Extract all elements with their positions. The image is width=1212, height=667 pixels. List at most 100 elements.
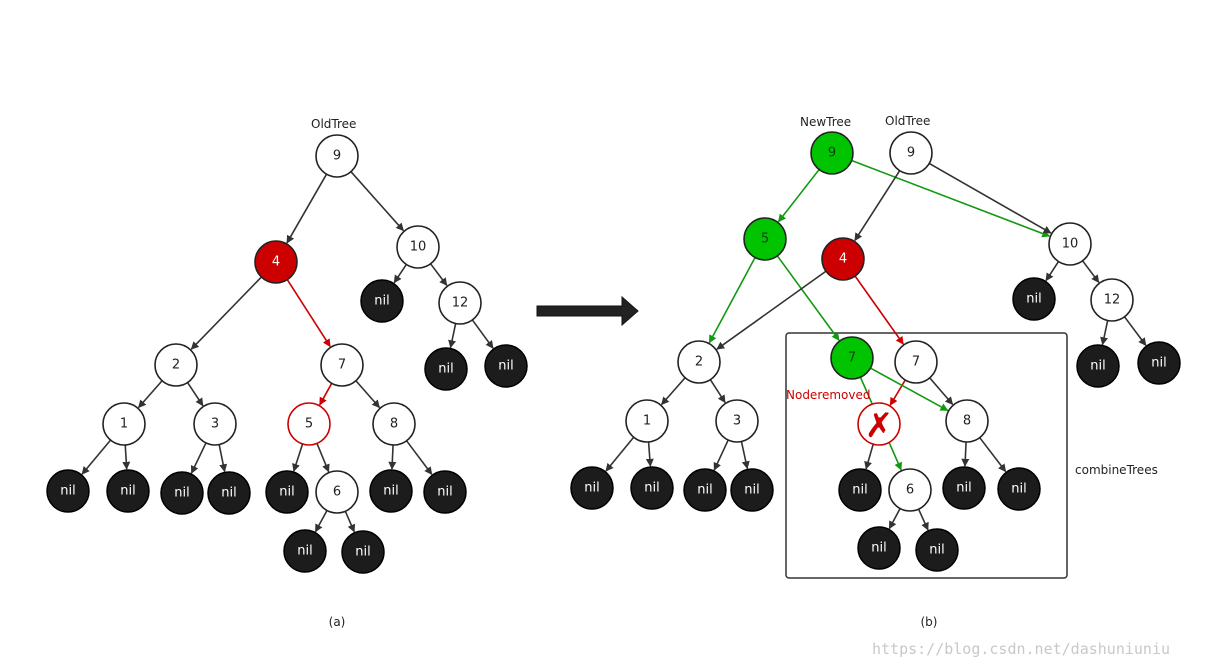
node-label: nil	[1026, 292, 1041, 307]
node-circle	[1012, 277, 1056, 321]
node-label: nil	[437, 485, 452, 500]
node-bn7: 7	[830, 336, 874, 380]
node-circle	[265, 470, 309, 514]
edge-bn5-b2	[708, 257, 756, 344]
node-circle	[810, 131, 854, 175]
edge-a4-a2	[190, 276, 262, 350]
node-bnl8: nil	[838, 468, 882, 512]
node-circle	[484, 344, 528, 388]
edge-b4-b2	[716, 270, 827, 350]
caption-a: (a)	[329, 615, 346, 629]
node-bnl11: nil	[857, 526, 901, 570]
node-b5: 5✗	[857, 402, 901, 446]
node-label: nil	[120, 484, 135, 499]
node-circle	[857, 402, 901, 446]
edge-bo9-b10	[928, 162, 1052, 234]
old-tree-label-a: OldTree	[311, 117, 356, 131]
node-label: nil	[697, 483, 712, 498]
edge-a5-an8	[292, 443, 304, 472]
edge-b6-bnl12	[917, 508, 929, 531]
edge-b1-bnl4	[605, 436, 635, 472]
node-circle	[341, 530, 385, 574]
edge-bn9-bn5	[777, 169, 820, 223]
node-circle	[372, 402, 416, 446]
node-circle	[945, 399, 989, 443]
edges-b	[605, 159, 1147, 531]
edges-a	[81, 171, 494, 533]
edge-b8-bnl9	[961, 441, 970, 467]
node-label: nil	[956, 481, 971, 496]
edge-a7-a8	[355, 380, 381, 409]
node-circle	[423, 470, 467, 514]
node-bnl12: nil	[915, 528, 959, 572]
node-label: 9	[828, 146, 836, 161]
node-a2: 2	[154, 343, 198, 387]
node-label: nil	[584, 481, 599, 496]
node-label: 7	[912, 355, 920, 370]
edge-a12-an3	[471, 319, 494, 349]
node-a5: 5	[287, 402, 331, 446]
node-circle	[915, 528, 959, 572]
edge-b12-bnl2	[1100, 320, 1109, 346]
node-circle	[821, 237, 865, 281]
node-bn9: 9	[810, 131, 854, 175]
node-a12: 12	[438, 281, 482, 325]
node-circle	[207, 471, 251, 515]
node-an9: nil	[369, 469, 413, 513]
node-circle	[254, 240, 298, 284]
node-b3: 3	[715, 399, 759, 443]
node-circle	[369, 469, 413, 513]
edge-a6-an12	[344, 510, 356, 533]
node-circle	[830, 336, 874, 380]
node-label: nil	[221, 486, 236, 501]
node-b12: 12	[1090, 278, 1134, 322]
node-label: 7	[338, 358, 346, 373]
node-label: 12	[1104, 293, 1121, 308]
node-an6: nil	[160, 471, 204, 515]
removed-cross-icon: ✗	[865, 406, 894, 446]
node-bnl3: nil	[1137, 341, 1181, 385]
combine-trees-box	[785, 332, 1068, 579]
node-circle	[1090, 278, 1134, 322]
transition-arrow-icon	[536, 295, 639, 327]
edge-b10-bnl1	[1045, 261, 1060, 282]
node-circle	[1048, 222, 1092, 266]
edge-b8-bnl10	[979, 437, 1007, 473]
node-a9: 9	[315, 134, 359, 178]
edge-b7-b5	[889, 379, 906, 406]
node-circle	[715, 399, 759, 443]
node-label: nil	[174, 486, 189, 501]
node-circle	[570, 466, 614, 510]
node-bnl5: nil	[630, 466, 674, 510]
node-label: 6	[906, 483, 914, 498]
node-an3: nil	[484, 344, 528, 388]
node-label: nil	[60, 484, 75, 499]
node-bnl1: nil	[1012, 277, 1056, 321]
node-label: 7	[848, 351, 856, 366]
node-label: 12	[452, 296, 469, 311]
combine-trees-label: combineTrees	[1075, 463, 1158, 477]
node-label: nil	[644, 481, 659, 496]
node-label: 5	[305, 417, 313, 432]
node-a4: 4	[254, 240, 298, 284]
node-circle	[283, 529, 327, 573]
node-a10: 10	[396, 225, 440, 269]
edge-a9-a10	[350, 171, 404, 232]
node-circle	[730, 468, 774, 512]
edge-a8-an9	[388, 444, 397, 470]
node-label: nil	[1090, 359, 1105, 374]
node-an1: nil	[360, 279, 404, 323]
caption-b: (b)	[921, 615, 938, 629]
edge-b3-bnl6	[713, 439, 729, 471]
node-circle	[320, 343, 364, 387]
node-circle	[46, 469, 90, 513]
node-label: 4	[272, 255, 280, 270]
node-label: nil	[1011, 482, 1026, 497]
node-b2: 2	[677, 340, 721, 384]
node-bnl6: nil	[683, 468, 727, 512]
node-a8: 8	[372, 402, 416, 446]
node-circle	[315, 470, 359, 514]
node-an2: nil	[424, 347, 468, 391]
